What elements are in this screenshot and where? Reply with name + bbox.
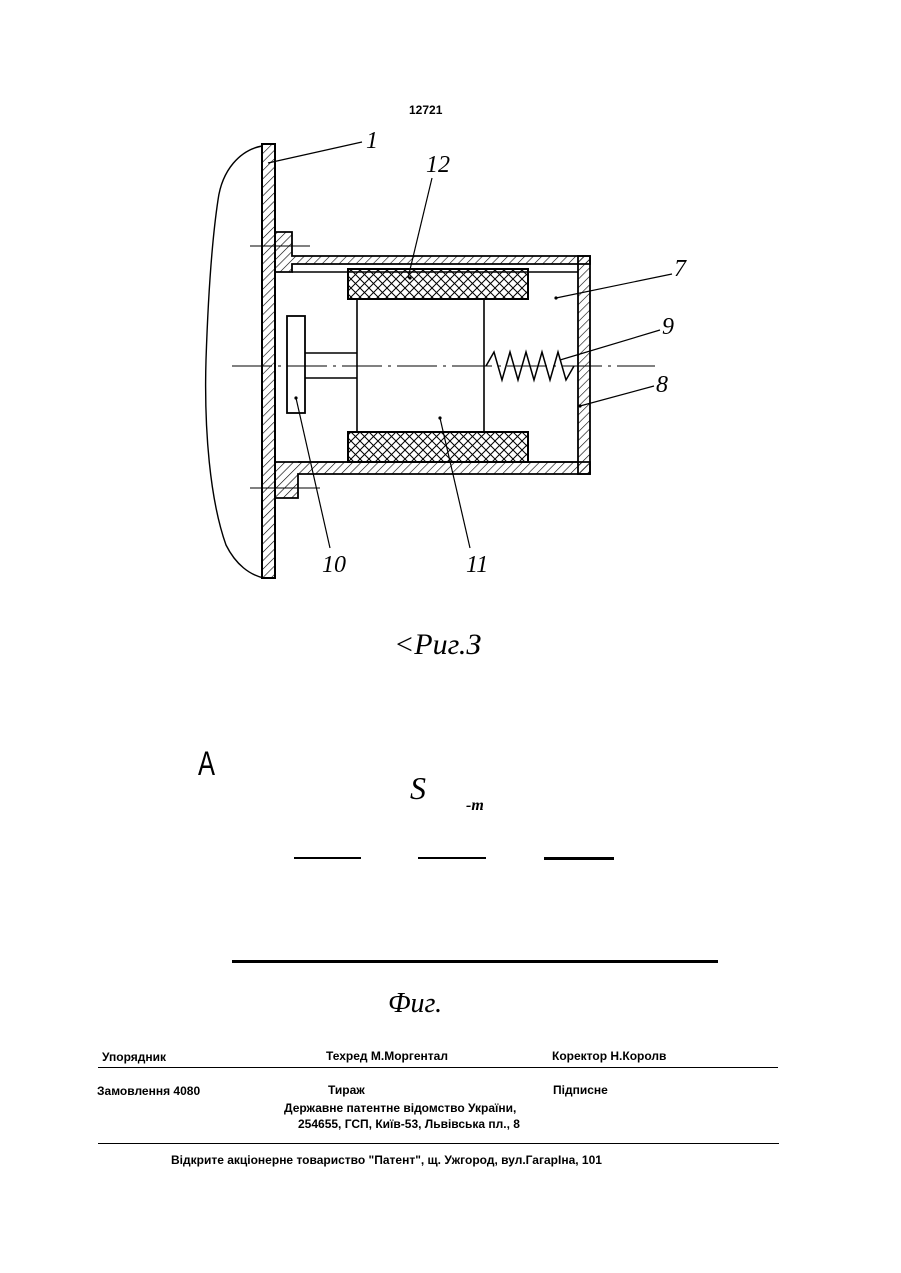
- figure-4-baseline: [232, 960, 718, 963]
- figure-3-drawing: 1 12 7 9 8 10 11: [0, 0, 901, 620]
- imprint-office-address: 254655, ГСП, Київ-53, Львівська пл., 8: [298, 1117, 520, 1131]
- housing-right-wall: [578, 256, 590, 474]
- imprint-tech-editor: Техред М.Моргентал: [326, 1049, 448, 1063]
- imprint-printer: Відкрите акціонерне товариство "Патент",…: [171, 1153, 602, 1167]
- label-9: 9: [662, 314, 674, 340]
- imprint-order: Замовлення 4080: [97, 1084, 200, 1098]
- figure-4-dash-3: [544, 857, 614, 860]
- figure-4-caption: Фиг.: [388, 988, 442, 1020]
- label-8: 8: [656, 372, 668, 398]
- label-11: 11: [466, 552, 488, 578]
- imprint-proofreader: Коректор Н.Королв: [552, 1049, 666, 1063]
- lower-flange: [275, 462, 590, 498]
- imprint-office-name: Державне патентне відомство України,: [284, 1101, 516, 1115]
- imprint-subscription: Підписне: [553, 1083, 608, 1097]
- wall-plate: [262, 144, 275, 578]
- imprint-rule-top: [98, 1067, 778, 1068]
- figure-4-letter-s: S: [410, 770, 426, 807]
- wall-body-outline: [206, 146, 264, 578]
- label-1: 1: [366, 128, 378, 154]
- upper-flange: [275, 232, 590, 272]
- figure-4-letter-a: A: [198, 745, 215, 784]
- figure-4-dash-1: [294, 857, 361, 859]
- figure-3-caption: <Риг.З: [394, 628, 481, 662]
- label-10: 10: [322, 552, 346, 578]
- imprint-circulation: Тираж: [328, 1083, 365, 1097]
- coil-lower: [348, 432, 528, 462]
- label-12: 12: [426, 152, 450, 178]
- figure-4-dash-2: [418, 857, 486, 859]
- imprint-compiler: Упорядник: [102, 1050, 166, 1064]
- imprint-rule-bottom: [98, 1143, 779, 1144]
- label-7: 7: [674, 256, 687, 282]
- figure-4-subscript: -m: [466, 797, 484, 815]
- coil-upper: [348, 269, 528, 299]
